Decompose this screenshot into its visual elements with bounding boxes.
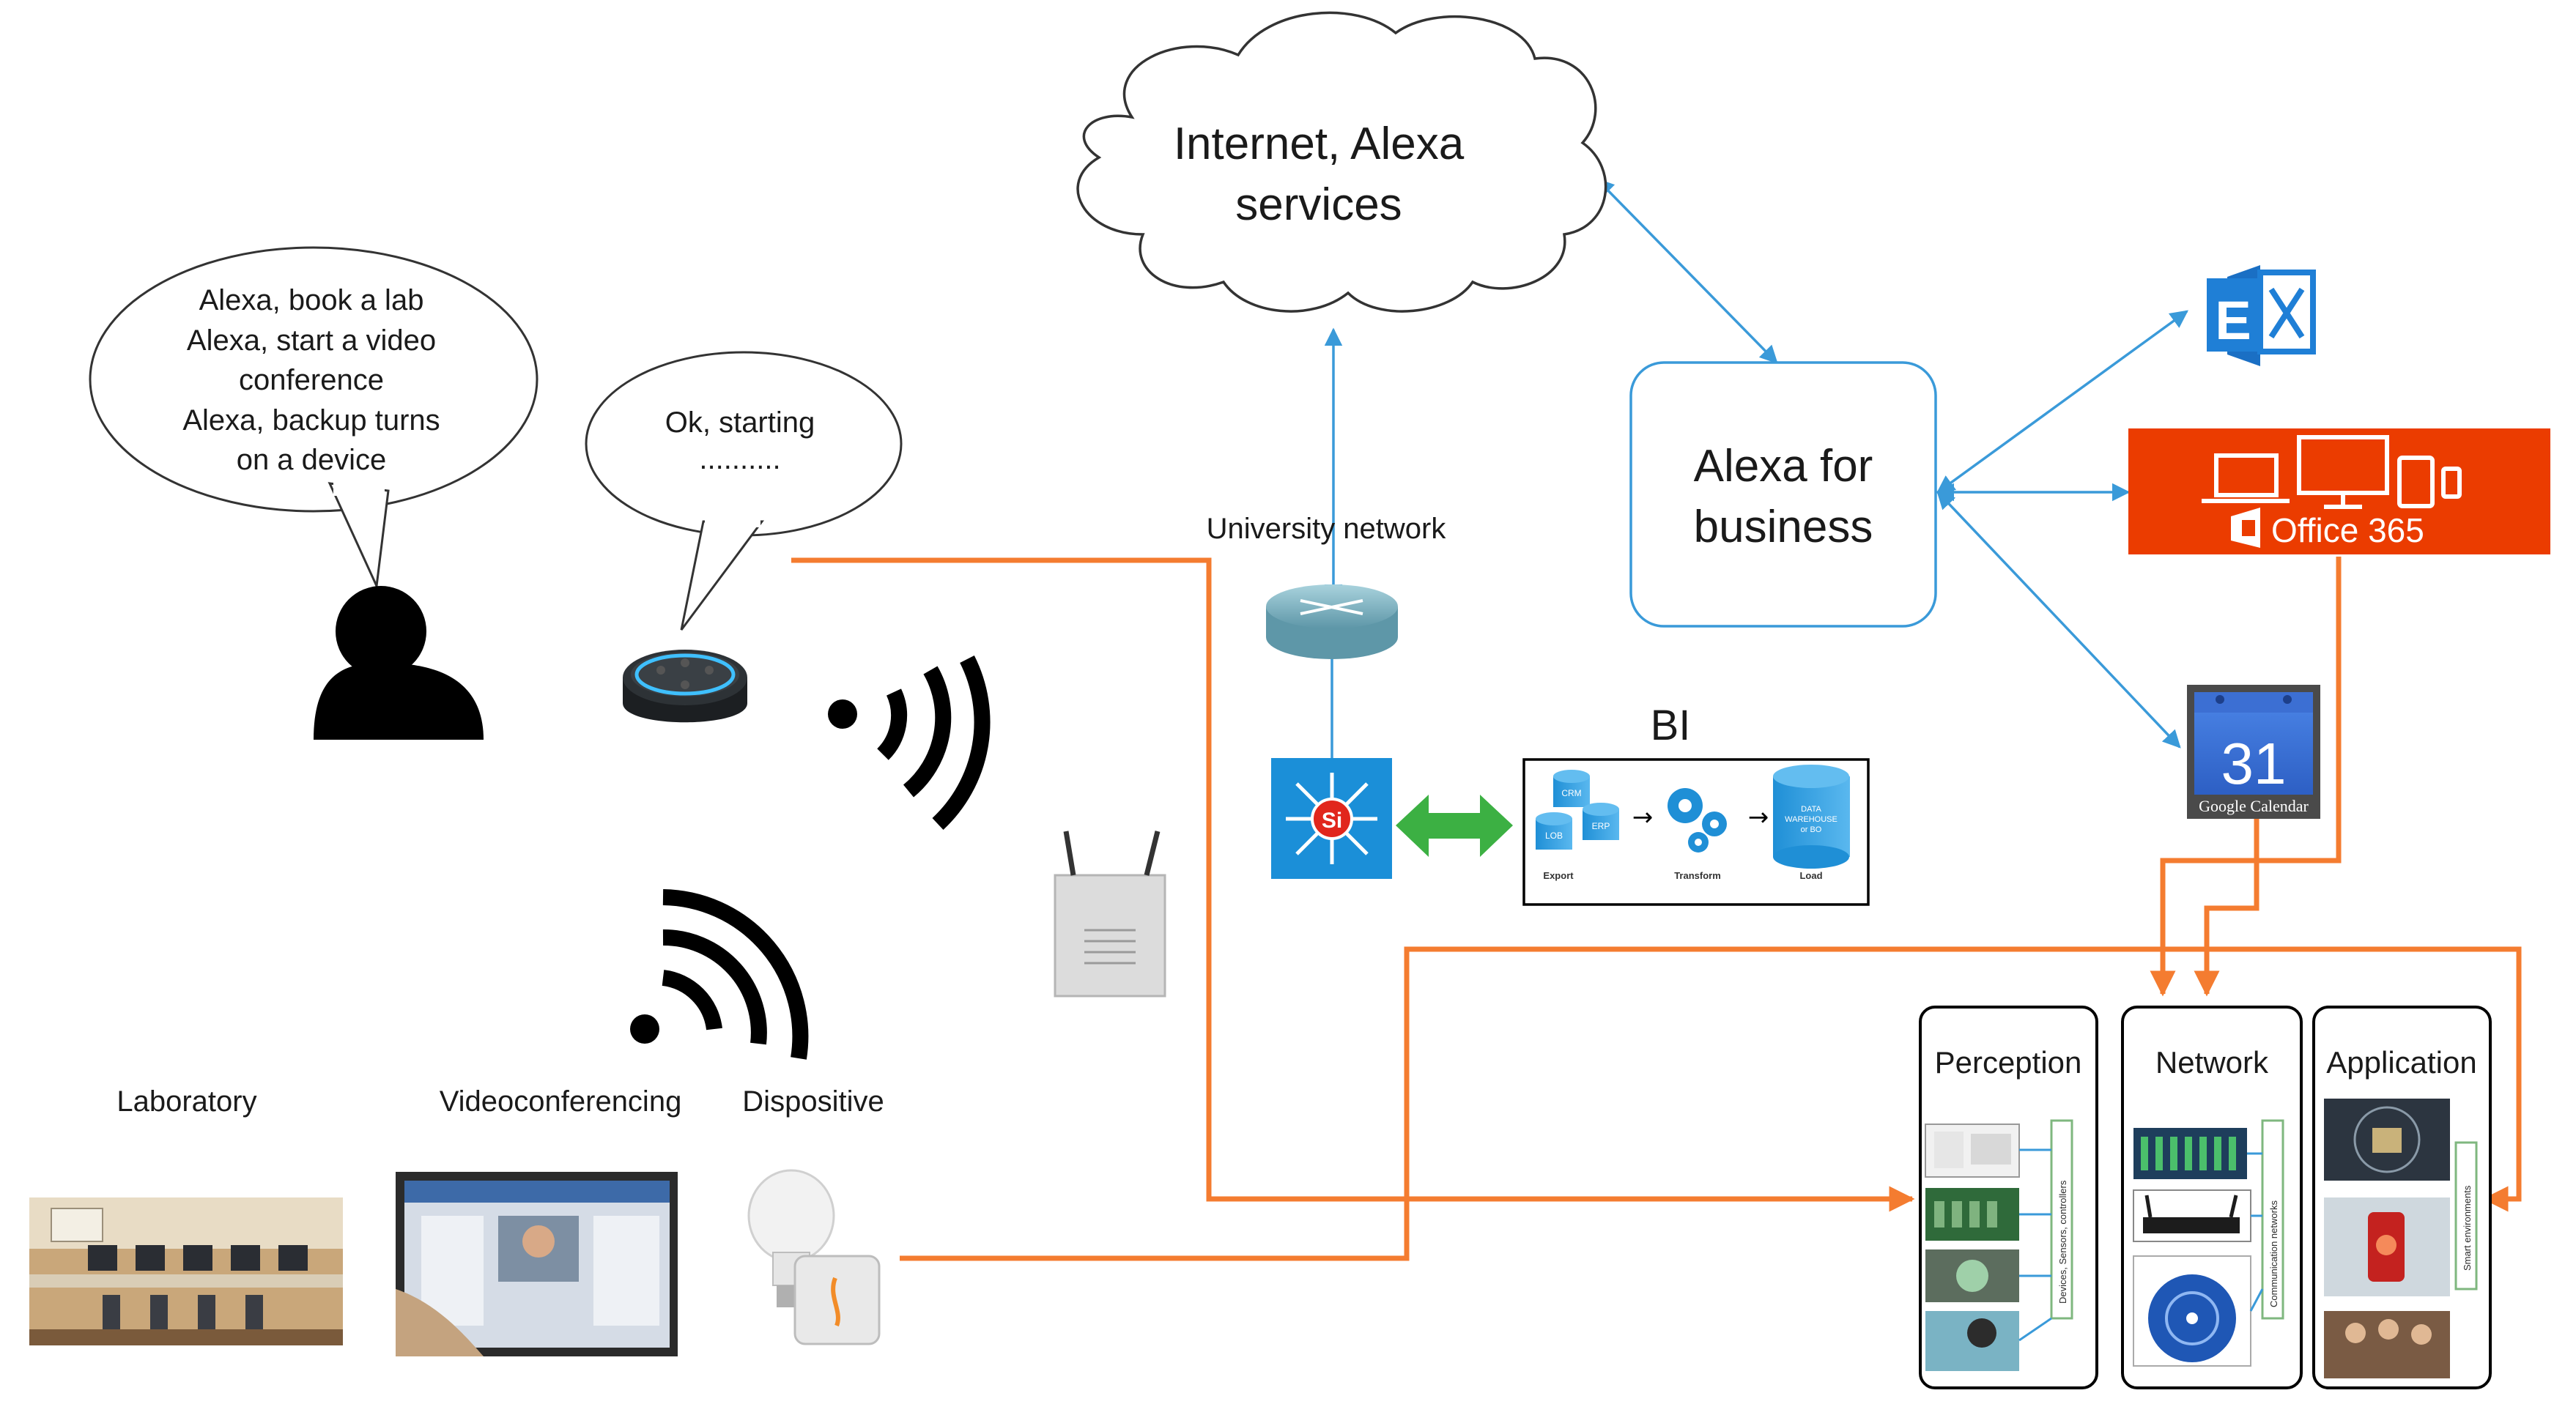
connector-business-to-exchange xyxy=(1936,310,2188,494)
internet-cloud: Internet, Alexa services xyxy=(1076,11,1607,313)
network-title: Network xyxy=(2155,1045,2269,1080)
svg-text:Si: Si xyxy=(1322,809,1342,833)
wifi-signal-icon-top xyxy=(828,655,991,831)
network-device-images xyxy=(2133,1128,2251,1367)
speech-bubble-echo: Ok, starting .......... xyxy=(585,351,903,631)
user-speech-line-2: Alexa, start a video xyxy=(187,324,436,357)
connector-cloud-to-alexa-business xyxy=(1596,178,1778,364)
etl-stage-transform: Transform xyxy=(1674,870,1721,881)
bi-etl-panel: CRM ERP LOB → → DATA WAREHOUSE or BO Exp… xyxy=(1522,758,1870,906)
user-speech-line-5: on a device xyxy=(237,444,387,476)
svg-text:CRM: CRM xyxy=(1561,788,1581,798)
videoconferencing-label: Videoconferencing xyxy=(440,1085,682,1118)
application-side-label: Smart environments xyxy=(2462,1185,2473,1271)
network-side-label: Communication networks xyxy=(2268,1200,2279,1307)
wifi-signal-icon-bottom xyxy=(630,889,809,1060)
perception-layer-panel: Perception Devices, Sensors, controllers xyxy=(1919,1006,2098,1389)
alexa-business-line-2: business xyxy=(1694,502,1873,552)
application-title: Application xyxy=(2326,1045,2476,1080)
perception-title: Perception xyxy=(1935,1045,2082,1080)
exchange-letter: E xyxy=(2215,290,2251,351)
svg-text:DATA: DATA xyxy=(1801,805,1821,814)
svg-text:WAREHOUSE: WAREHOUSE xyxy=(1785,815,1837,824)
exchange-icon: E xyxy=(2198,256,2319,366)
application-images xyxy=(2324,1099,2450,1378)
connector-dispositive-to-application xyxy=(900,946,2522,1261)
cloud-shape xyxy=(1076,11,1607,313)
office-logo-icon xyxy=(2231,508,2260,548)
user-speech-line-1: Alexa, book a lab xyxy=(199,284,424,316)
perception-device-images xyxy=(1925,1124,2020,1371)
office365-tile: Office 365 xyxy=(2128,428,2550,554)
laboratory-photo xyxy=(29,1197,343,1345)
connector-echo-to-perception xyxy=(791,557,1915,1212)
connector-business-to-calendar xyxy=(1936,491,2181,749)
speech-bubble-user: Alexa, book a lab Alexa, start a video c… xyxy=(89,246,538,590)
user-speech-line-3: conference xyxy=(239,364,384,396)
echo-speech-line-1: Ok, starting xyxy=(665,406,815,439)
laboratory-label: Laboratory xyxy=(116,1085,256,1118)
wireless-access-point-icon xyxy=(1054,831,1166,998)
cloud-line-2: services xyxy=(1235,179,1402,230)
etl-arrow-1: → xyxy=(1632,803,1654,832)
alexa-business-line-1: Alexa for xyxy=(1694,441,1873,491)
svg-text:or BO: or BO xyxy=(1801,825,1822,834)
gears-icon xyxy=(1668,788,1727,853)
database-icon-crm: CRM xyxy=(1553,770,1590,807)
calendar-day: 31 xyxy=(2221,731,2287,796)
etl-arrow-2: → xyxy=(1748,803,1769,832)
application-layer-panel: Application Smart environments xyxy=(2312,1006,2492,1389)
echo-dot-icon xyxy=(623,650,747,723)
etl-stage-export: Export xyxy=(1543,870,1574,881)
orange-connections xyxy=(791,557,2522,1261)
smart-bulb-device-photo xyxy=(747,1169,881,1345)
university-network-label: University network xyxy=(1207,513,1447,545)
bi-bidirectional-arrow xyxy=(1396,795,1513,857)
calendar-name: Google Calendar xyxy=(2199,797,2309,815)
network-layer-panel: Network Communication networks xyxy=(2121,1006,2303,1389)
database-icon-erp: ERP xyxy=(1583,803,1619,840)
connector-office365-to-network xyxy=(2150,557,2342,997)
cloud-line-1: Internet, Alexa xyxy=(1174,119,1465,169)
svg-text:LOB: LOB xyxy=(1545,831,1563,841)
network-switch-icon: Si xyxy=(1271,758,1392,879)
etl-stage-load: Load xyxy=(1799,870,1822,881)
dispositive-label: Dispositive xyxy=(742,1085,884,1118)
alexa-for-business-node: Alexa for business xyxy=(1629,361,1937,628)
user-speech-line-4: Alexa, backup turns xyxy=(182,404,440,437)
perception-side-label: Devices, Sensors, controllers xyxy=(2057,1180,2068,1304)
videoconferencing-photo xyxy=(396,1172,678,1356)
svg-text:ERP: ERP xyxy=(1592,821,1610,831)
office365-name: Office 365 xyxy=(2271,511,2424,549)
data-warehouse-icon: DATA WAREHOUSE or BO xyxy=(1773,765,1850,869)
google-calendar-icon: 31 Google Calendar xyxy=(2187,685,2320,819)
database-icon-lob: LOB xyxy=(1536,812,1572,850)
router-icon xyxy=(1266,584,1398,659)
user-icon xyxy=(314,586,484,740)
blue-connections xyxy=(1324,178,2188,758)
bi-label: BI xyxy=(1651,702,1691,749)
connector-calendar-to-network xyxy=(2194,819,2259,997)
echo-speech-line-2: .......... xyxy=(699,443,780,475)
